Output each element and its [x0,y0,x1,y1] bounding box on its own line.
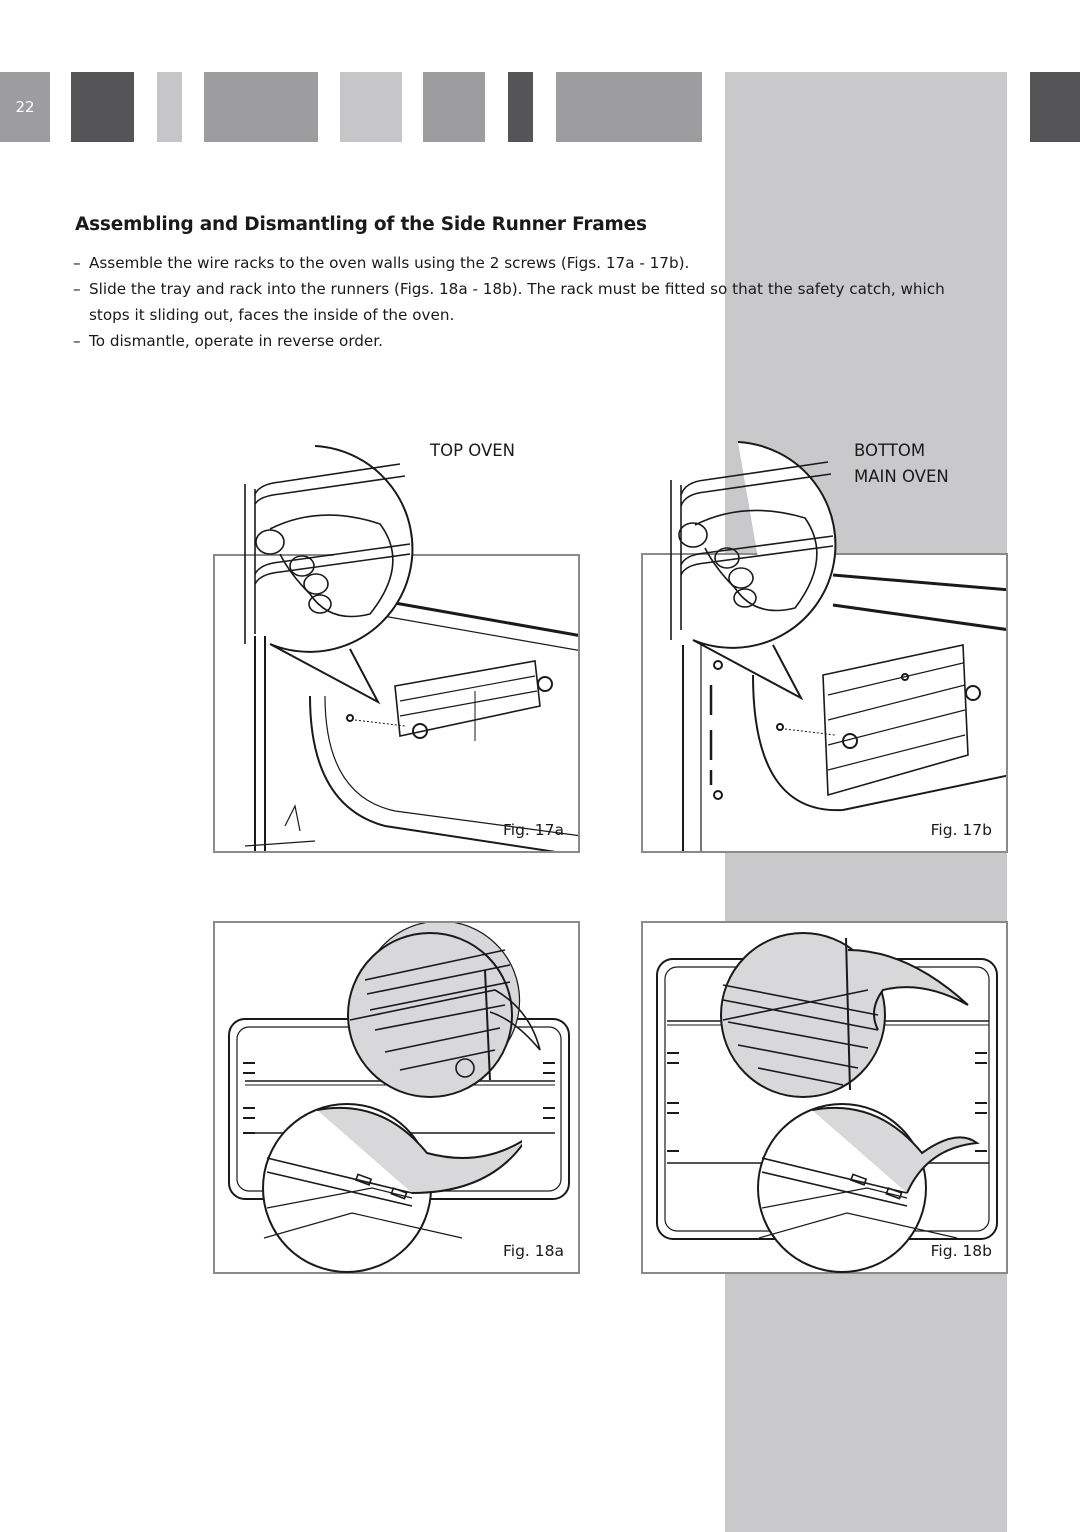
magnify-bubble-18a-bottom [262,1103,522,1273]
fig17a-illustration [244,594,578,851]
page-number: 22 [0,72,50,142]
bottom-oven-label-line2: MAIN OVEN [854,467,949,486]
bottom-oven-label-line1: BOTTOM [854,441,926,460]
header-tab-1 [71,72,134,142]
magnify-bubble-17a [244,445,414,705]
instruction-step: Slide the tray and rack into the runners… [73,276,949,328]
magnify-bubble-18b-top [720,932,969,1098]
fig-18b-caption: Fig. 18b [930,1242,992,1260]
magnify-bubble-17b [670,441,837,701]
instruction-step: To dismantle, operate in reverse order. [73,328,973,354]
magnify-bubble-18a-top [347,932,541,1098]
header-tab-8 [1030,72,1080,142]
magnify-bubble-18b-bottom [757,1103,980,1273]
header-tab-5 [423,72,485,142]
instruction-step: Assemble the wire racks to the oven wall… [73,250,973,276]
header-tab-2 [157,72,182,142]
fig-17a-caption: Fig. 17a [502,821,564,839]
header-tab-4 [340,72,402,142]
fig-17b-caption: Fig. 17b [930,821,992,839]
header-tab-3 [204,72,318,142]
fig-18a-caption: Fig. 18a [502,1242,564,1260]
section-title: Assembling and Dismantling of the Side R… [75,214,647,235]
fig17b-illustration [682,573,1006,851]
header-tab-7 [556,72,702,142]
header-tab-6 [508,72,533,142]
top-oven-label: TOP OVEN [430,441,516,460]
instruction-list: Assemble the wire racks to the oven wall… [73,250,973,354]
